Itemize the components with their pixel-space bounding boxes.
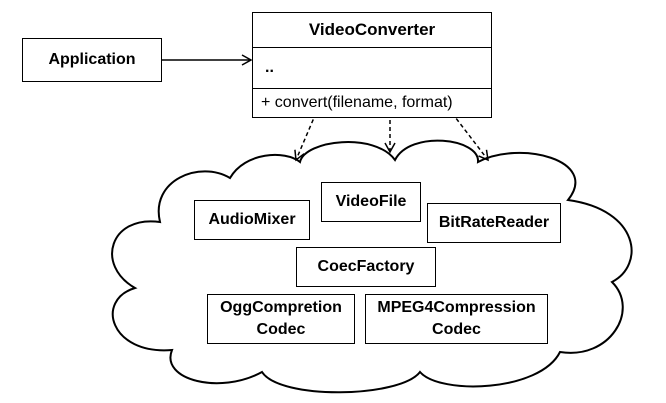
bit-rate-reader-box[interactable]: BitRateReader bbox=[427, 203, 561, 243]
class-name: VideoConverter bbox=[253, 13, 491, 48]
application-box[interactable]: Application bbox=[22, 38, 162, 82]
video-converter-class[interactable]: VideoConverter .. + convert(filename, fo… bbox=[252, 12, 492, 118]
ogg-codec-label-line2: Codec bbox=[256, 321, 306, 338]
bit-rate-reader-label: BitRateReader bbox=[438, 214, 550, 231]
mpeg4-codec-label-line1: MPEG4Compression bbox=[377, 299, 536, 316]
dependency-arrow-left bbox=[294, 112, 317, 162]
video-file-box[interactable]: VideoFile bbox=[321, 182, 421, 222]
codec-factory-box[interactable]: CoecFactory bbox=[296, 247, 436, 287]
mpeg4-codec-box[interactable]: MPEG4Compression Codec bbox=[365, 294, 548, 344]
video-file-label: VideoFile bbox=[335, 193, 407, 210]
codec-factory-label: CoecFactory bbox=[317, 258, 415, 275]
audio-mixer-box[interactable]: AudioMixer bbox=[194, 200, 310, 240]
audio-mixer-label: AudioMixer bbox=[208, 211, 296, 228]
mpeg4-codec-label-line2: Codec bbox=[432, 321, 481, 338]
dependency-arrow-right bbox=[451, 112, 489, 162]
ogg-codec-box[interactable]: OggCompretion Codec bbox=[207, 294, 355, 344]
application-label: Application bbox=[48, 51, 136, 68]
class-attributes: .. bbox=[253, 48, 491, 89]
class-operation: + convert(filename, format) bbox=[261, 94, 453, 111]
ogg-codec-label-line1: OggCompretion bbox=[220, 299, 342, 316]
